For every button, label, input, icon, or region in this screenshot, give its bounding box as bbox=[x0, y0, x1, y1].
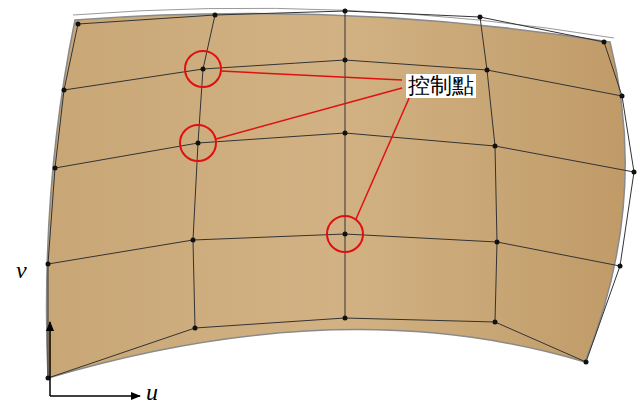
axis-label: u bbox=[146, 380, 158, 404]
surface-patch bbox=[47, 14, 626, 378]
surface-edge bbox=[73, 8, 614, 38]
highlight-circles bbox=[180, 51, 363, 252]
control-points bbox=[46, 9, 637, 381]
axes bbox=[50, 322, 140, 396]
control-net bbox=[48, 11, 634, 378]
axis-label: v bbox=[16, 258, 27, 282]
leader-lines bbox=[216, 71, 410, 219]
callout-label: 控制點 bbox=[406, 74, 476, 98]
